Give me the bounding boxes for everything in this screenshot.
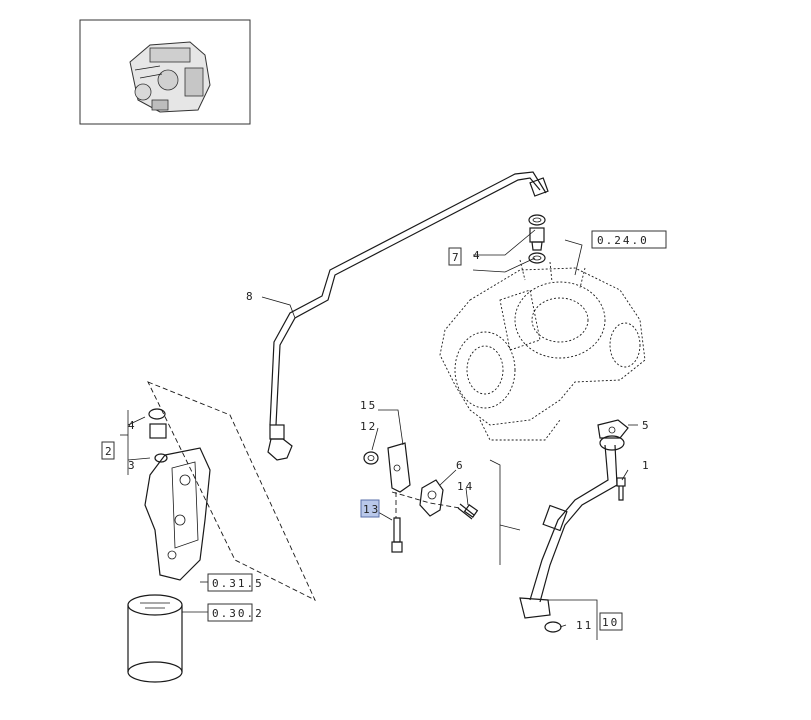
callout-1[interactable]: 1 <box>642 459 651 472</box>
callout-12[interactable]: 12 <box>360 420 377 433</box>
ref-filter[interactable]: 0.30.2 <box>207 603 264 622</box>
callout-5[interactable]: 5 <box>642 419 651 432</box>
ref-filter-text: 0.30.2 <box>212 607 264 620</box>
callout-13-selected[interactable]: 13 <box>360 499 380 518</box>
callout-2[interactable]: 2 <box>101 441 115 460</box>
callout-4-turbo[interactable]: 4 <box>473 249 482 262</box>
ref-filter-head[interactable]: 0.31.5 <box>207 573 264 592</box>
callout-4-filter[interactable]: 4 <box>128 419 137 432</box>
return-seal-ring[interactable] <box>544 621 562 633</box>
engine-icon <box>129 41 211 113</box>
engine-thumbnail[interactable] <box>79 19 251 125</box>
callout-8[interactable]: 8 <box>246 290 255 303</box>
clamp-screw[interactable] <box>457 503 479 520</box>
oil-return-pipe[interactable] <box>519 435 625 619</box>
ref-turbo-text: 0.24.0 <box>597 234 649 247</box>
bracket-nut[interactable] <box>363 451 379 465</box>
filter-head-fitting[interactable] <box>148 408 168 463</box>
turbocharger[interactable] <box>439 259 646 441</box>
ref-filter-head-text: 0.31.5 <box>212 577 264 590</box>
return-gasket[interactable] <box>597 419 629 439</box>
callout-15[interactable]: 15 <box>360 399 377 412</box>
support-bracket[interactable] <box>387 442 411 493</box>
bracket-screw[interactable] <box>391 517 403 553</box>
oil-filter-head[interactable] <box>144 447 211 581</box>
svg-text:10: 10 <box>602 616 619 629</box>
svg-text:13: 13 <box>363 503 380 516</box>
flange-bolt[interactable] <box>616 477 626 501</box>
turbo-oil-union[interactable] <box>528 214 546 264</box>
callout-10[interactable]: 10 <box>599 612 623 631</box>
oil-filter[interactable] <box>127 594 183 683</box>
callout-3-filter[interactable]: 3 <box>128 459 137 472</box>
leader-lines <box>120 229 638 640</box>
oil-feed-pipe[interactable] <box>267 171 549 461</box>
callout-11[interactable]: 11 <box>576 619 593 632</box>
svg-text:2: 2 <box>105 445 114 458</box>
callout-6[interactable]: 6 <box>456 459 465 472</box>
callout-7[interactable]: 7 <box>448 247 462 266</box>
callout-14[interactable]: 14 <box>457 480 474 493</box>
svg-text:7: 7 <box>452 251 461 264</box>
ref-turbo[interactable]: 0.24.0 <box>591 230 667 249</box>
pipe-clamp[interactable] <box>419 479 444 517</box>
